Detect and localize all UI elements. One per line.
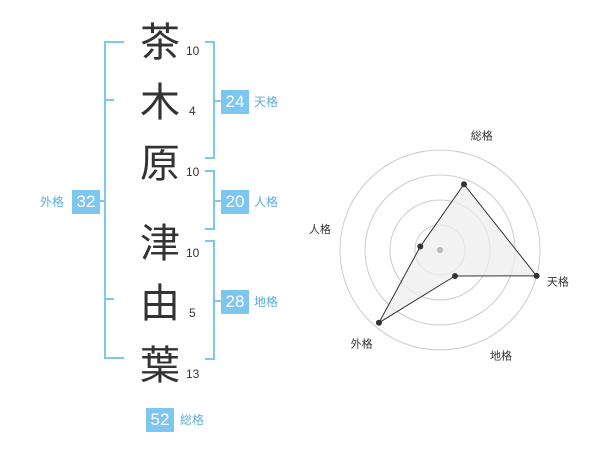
tenkaku-bracket (205, 41, 215, 159)
stroke-count-4: 10 (186, 246, 200, 260)
gaikaku-bracket-tick (104, 99, 114, 101)
name-char-4: 津 (140, 221, 180, 267)
gaikaku-bracket (104, 41, 124, 359)
jinkaku-badge: 20 (221, 190, 249, 214)
jinkaku-label: 人格 (254, 195, 279, 209)
name-char-3: 原 (140, 141, 180, 187)
radar-point (375, 319, 382, 326)
soukaku-label: 総格 (180, 413, 205, 427)
tenkaku-label: 天格 (254, 95, 279, 109)
gaikaku-badge: 32 (72, 190, 100, 214)
chikaku-bracket (205, 240, 215, 360)
radar-area (377, 183, 538, 325)
gaikaku-label: 外格 (40, 195, 65, 209)
stroke-count-2: 4 (189, 104, 196, 118)
chikaku-badge: 28 (221, 290, 249, 314)
name-char-1: 茶 (140, 20, 180, 66)
radar-ring (339, 149, 541, 351)
gaikaku-bracket-connector (96, 200, 104, 202)
stroke-count-1: 10 (186, 44, 200, 58)
chikaku-label: 地格 (254, 295, 279, 309)
stroke-count-3: 10 (186, 165, 200, 179)
radar-axis-label: 天格 (547, 275, 569, 289)
stroke-count-5: 5 (189, 306, 196, 320)
radar-axis-label: 外格 (351, 336, 373, 350)
jinkaku-bracket (205, 170, 215, 230)
tenkaku-bracket-connector (215, 100, 221, 102)
soukaku-badge: 52 (146, 408, 174, 432)
chikaku-bracket-connector (215, 300, 221, 302)
radar-point (460, 181, 467, 188)
name-char-6: 葉 (140, 343, 180, 389)
radar-axis-label: 総格 (471, 128, 493, 142)
name-char-2: 木 (140, 80, 180, 126)
name-char-5: 由 (140, 281, 180, 327)
jinkaku-bracket-connector (215, 200, 221, 202)
tenkaku-badge: 24 (221, 90, 249, 114)
radar-point (417, 243, 424, 250)
radar-axis-label: 地格 (490, 349, 512, 363)
radar-axis-label: 人格 (309, 222, 331, 236)
stroke-count-6: 13 (186, 367, 200, 381)
radar-point (452, 272, 458, 279)
radar-center-dot (437, 247, 443, 253)
radar-point (533, 272, 540, 279)
gaikaku-bracket-tick (104, 298, 114, 300)
